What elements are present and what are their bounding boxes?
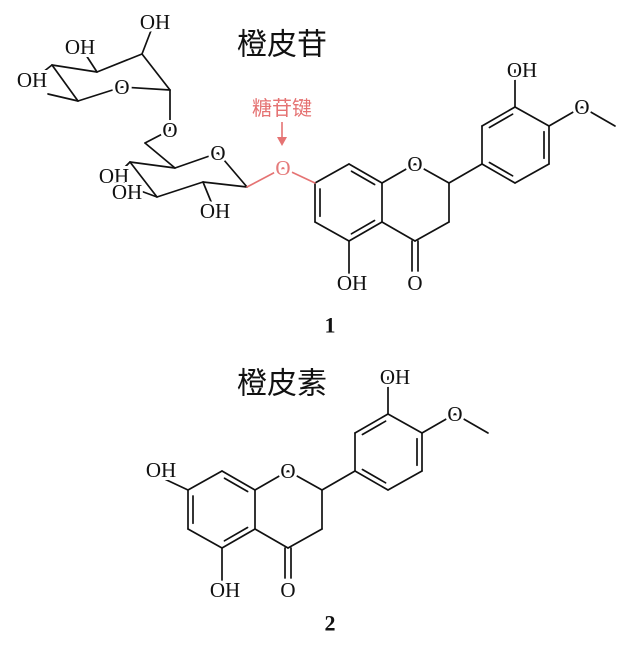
double-bond-inner [488,161,514,177]
double-bond-inner [350,219,376,235]
atom-label: OH [99,164,129,188]
bond [202,181,248,188]
atom-label: O [407,152,422,176]
glycosidic-bond [282,167,316,184]
bond [187,528,223,549]
double-bond-inner [361,468,387,484]
glycosidic-bond [246,167,284,188]
bond [314,163,350,184]
bond [381,221,416,242]
double-bond-inner [223,477,249,493]
bond [202,181,213,205]
compound2-title: 橙皮素 [237,367,327,402]
bond [254,470,289,491]
compound2-number: 2 [325,611,336,636]
bond [481,163,516,184]
atom-label: O [574,95,589,119]
atom-label: OH [337,271,367,295]
bond [314,221,350,242]
atom-label: O [280,459,295,483]
bond [414,163,450,184]
bond [156,181,204,198]
bond [129,161,176,169]
bond [174,152,219,169]
bond [37,64,53,77]
bond [144,129,171,144]
atom-label: O [407,271,422,295]
atom-label: OH [112,180,142,204]
bond [581,106,616,127]
bond [387,470,423,491]
atom-label: OH [507,58,537,82]
bond [47,93,79,102]
compound1-number: 1 [325,313,336,338]
bond [454,413,489,434]
atom-label: O [162,118,177,142]
bond [287,470,323,491]
bond [119,161,131,173]
bond [155,474,189,491]
bond [481,106,516,127]
double-bond-inner [350,170,376,186]
bond [548,106,583,127]
double-bond-inner [361,420,387,436]
atom-label: O [114,75,129,99]
bond [51,64,98,73]
bond [254,528,289,549]
atom-label: OH [146,458,176,482]
compound1-title: 橙皮苷 [237,28,327,63]
bond [187,470,223,491]
atom-label: OH [140,10,170,34]
bond [137,189,158,198]
bond [141,53,171,91]
hesperetin-structure: 橙皮素 OH O OH O OH O 2 [143,362,466,636]
glycosidic-oxygen: O [275,156,290,180]
double-bond-inner [223,526,249,542]
bond [381,163,416,184]
bond [321,470,356,491]
atom-label: OH [210,578,240,602]
arrow-down-icon [277,122,287,146]
glycosidic-bond-label: 糖苷键 [252,96,312,120]
bond [77,86,123,102]
bond [121,86,171,91]
bond [348,163,383,184]
hesperidin-bonds [37,27,616,284]
atom-label: OH [17,68,47,92]
atom-label: OH [65,35,95,59]
bond [387,413,423,434]
bond [354,413,389,434]
bond [83,51,98,73]
bond [514,106,550,127]
bond [217,152,248,188]
bond [141,27,153,55]
hesperidin-structure: 橙皮苷 糖苷键 OH OH OH O O O OH OH OH O O OH O… [14,7,593,338]
atom-label: OH [380,365,410,389]
bond [144,142,176,169]
bond [448,163,483,184]
bond [221,528,256,549]
bond [514,163,550,184]
bond [221,470,256,491]
hesperetin-bonds [155,376,489,591]
double-bond-inner [488,113,514,129]
bond [287,528,323,549]
atom-label: O [447,402,462,426]
atom-label: O [210,141,225,165]
bond [129,161,158,198]
atom-label: O [280,578,295,602]
bond [421,413,456,434]
atom-label: OH [200,199,230,223]
bond [51,64,79,102]
bond [414,221,450,242]
bond [354,470,389,491]
bond [96,53,143,73]
bond [348,221,383,242]
